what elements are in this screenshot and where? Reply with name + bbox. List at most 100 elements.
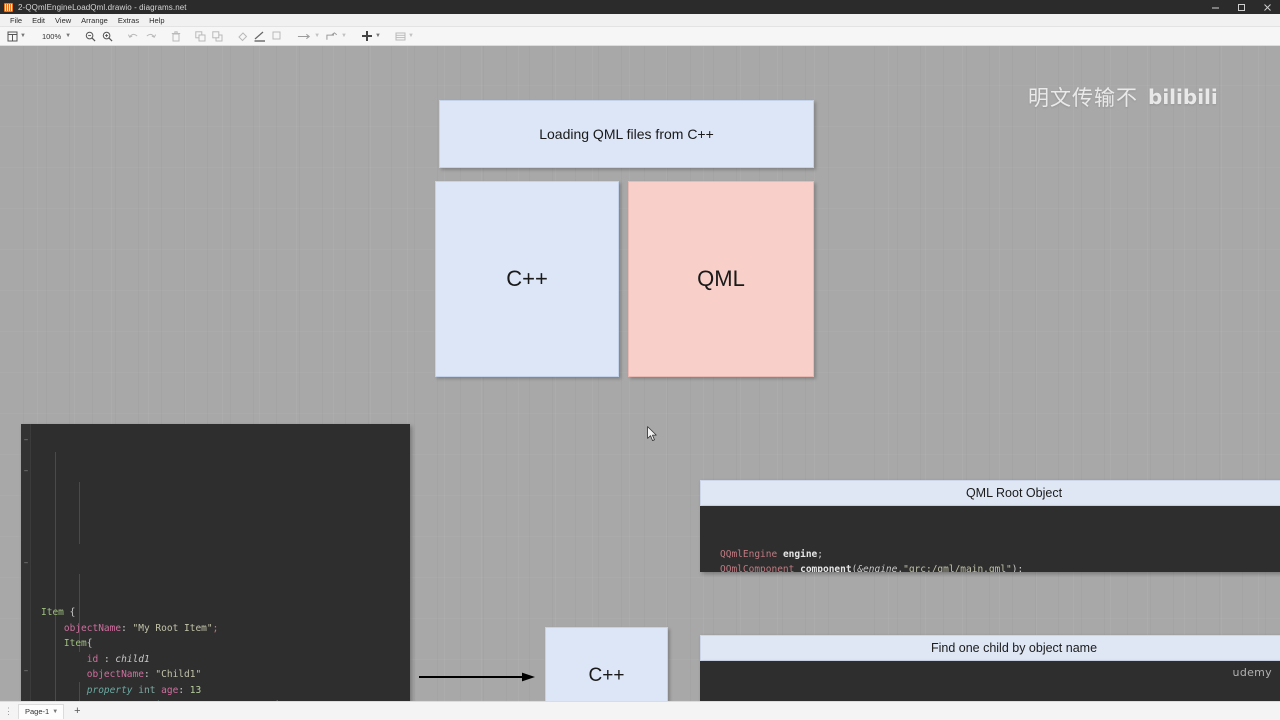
fill-color-icon[interactable] [234, 27, 251, 46]
bilibili-watermark-text: 明文传输不 [1028, 86, 1138, 110]
code-token: "Child1" [155, 669, 202, 681]
code-token [41, 685, 87, 696]
menu-item-file[interactable]: File [10, 15, 23, 25]
code-token: : [207, 700, 218, 701]
code-line: Item{ [41, 636, 410, 651]
find-child-code-block[interactable]: //Read Child1QObject * child1 = rootObje… [700, 661, 1280, 701]
status-bar: ⋮ Page-1 ▼ + [0, 701, 1280, 720]
menu-item-help[interactable]: Help [149, 15, 165, 25]
code-token: property [86, 684, 133, 696]
drag-handle-icon[interactable]: ⋮ [4, 705, 13, 716]
shape-label: C++ [506, 266, 548, 291]
shape-qml[interactable]: QML [628, 181, 814, 377]
bilibili-logo: bilibili [1148, 85, 1218, 109]
code-lines: Item { objectName: "My Root Item"; Item{… [21, 605, 410, 701]
code-token: "qrc:/qml/main.qml" [903, 564, 1012, 572]
indent-guide [55, 452, 56, 701]
shadow-icon[interactable] [269, 27, 286, 46]
minimize-icon[interactable] [1202, 0, 1228, 14]
indent-guide [79, 482, 80, 544]
window-title: 2-QQmlEngineLoadQml.drawio - diagrams.ne… [18, 2, 187, 12]
maximize-icon[interactable] [1228, 0, 1254, 14]
panel-header-find-one-child[interactable]: Find one child by object name [700, 635, 1280, 661]
code-token: QQmlComponent [720, 564, 795, 572]
shape-label: C++ [588, 664, 625, 686]
line-color-icon[interactable] [251, 27, 269, 46]
menu-item-arrange[interactable]: Arrange [81, 15, 108, 25]
zoom-in-icon[interactable] [82, 27, 99, 46]
code-token: ( [851, 564, 858, 572]
menu-item-edit[interactable]: Edit [32, 15, 46, 25]
zoom-out-icon[interactable] [99, 27, 116, 46]
indent-guide [79, 574, 80, 652]
code-token: QQmlEngine [720, 548, 778, 560]
toolbar: ▼ 100% ▼ [0, 27, 1280, 46]
panel-header-qml-root-object[interactable]: QML Root Object [700, 480, 1280, 506]
code-line: QQmlEngine engine; [720, 547, 1280, 562]
menu-item-view[interactable]: View [55, 15, 72, 25]
code-gutter [21, 424, 31, 701]
shape-cpp-bottom[interactable]: C++ [545, 627, 668, 701]
connection-icon[interactable]: ▼ [294, 27, 323, 46]
window-controls [1202, 0, 1280, 14]
indent-guide [79, 682, 80, 701]
code-token: : [98, 653, 116, 665]
code-token: objectName [86, 669, 144, 681]
fold-marker[interactable]: − [23, 436, 29, 444]
waypoints-icon[interactable]: ▼ [323, 27, 350, 46]
code-token: ); [1011, 564, 1024, 572]
diagram-canvas[interactable]: 明文传输不 bilibili Loading QML files from C+… [0, 46, 1280, 701]
close-icon[interactable] [1254, 0, 1280, 14]
insert-icon[interactable]: ▼ [362, 31, 381, 41]
code-token: id [86, 653, 99, 665]
code-token: objectName [63, 622, 122, 634]
page-tab-page-1[interactable]: Page-1 ▼ [18, 703, 65, 719]
title-bar: 2-QQmlEngineLoadQml.drawio - diagrams.ne… [0, 0, 1280, 14]
add-page-button[interactable]: + [74, 704, 81, 717]
shape-cpp[interactable]: C++ [435, 181, 619, 377]
code-token [41, 654, 87, 665]
chevron-down-icon[interactable]: ▼ [52, 708, 59, 715]
udemy-watermark: udemy [1232, 666, 1272, 679]
code-token: int [138, 684, 156, 696]
code-token: property [87, 700, 133, 701]
fold-marker[interactable]: − [23, 667, 29, 675]
code-token: ; [817, 548, 823, 560]
code-token: child1 [115, 653, 150, 665]
view-icon[interactable]: ▼ [4, 27, 29, 46]
code-token: Item [63, 638, 87, 650]
code-token [41, 669, 87, 680]
bring-to-front-icon[interactable] [192, 27, 209, 46]
arrow-to-cpp-box[interactable] [419, 670, 537, 682]
code-token: component [800, 564, 852, 572]
delete-icon[interactable] [168, 27, 184, 46]
code-token: : [143, 669, 156, 681]
code-line: property int age: 13 [41, 683, 410, 698]
qml-root-object-code-block[interactable]: QQmlEngine engine; QQmlComponent componen… [700, 506, 1280, 572]
table-icon[interactable]: ▼ [392, 27, 417, 46]
code-token: { [69, 607, 76, 619]
shape-label: Loading QML files from C++ [539, 126, 714, 142]
shape-loading-qml-title[interactable]: Loading QML files from C++ [439, 100, 814, 168]
menu-item-extras[interactable]: Extras [117, 15, 140, 25]
fold-marker[interactable]: − [23, 467, 29, 475]
zoom-level-button[interactable]: 100% ▼ [41, 31, 72, 41]
panel-header-label: Find one child by object name [930, 641, 1098, 655]
code-line: Item { [41, 605, 410, 620]
code-token: { [86, 638, 93, 650]
qml-code-block[interactable]: − − − − Item { objectName: "My Root Item… [21, 424, 410, 701]
code-token [41, 638, 64, 649]
code-line: id : child1 [41, 652, 410, 667]
fold-marker[interactable]: − [23, 559, 29, 567]
redo-icon[interactable] [142, 27, 160, 46]
code-token [41, 623, 64, 634]
send-to-back-icon[interactable] [209, 27, 226, 46]
code-token: "Steve Barker" [218, 700, 298, 701]
panel-header-label: QML Root Object [965, 486, 1063, 500]
code-token: Item [41, 607, 70, 619]
code-token: : [178, 684, 190, 696]
undo-icon[interactable] [124, 27, 142, 46]
code-token: ; [212, 622, 219, 634]
code-line: property string names: "Steve Barker" [41, 698, 410, 701]
